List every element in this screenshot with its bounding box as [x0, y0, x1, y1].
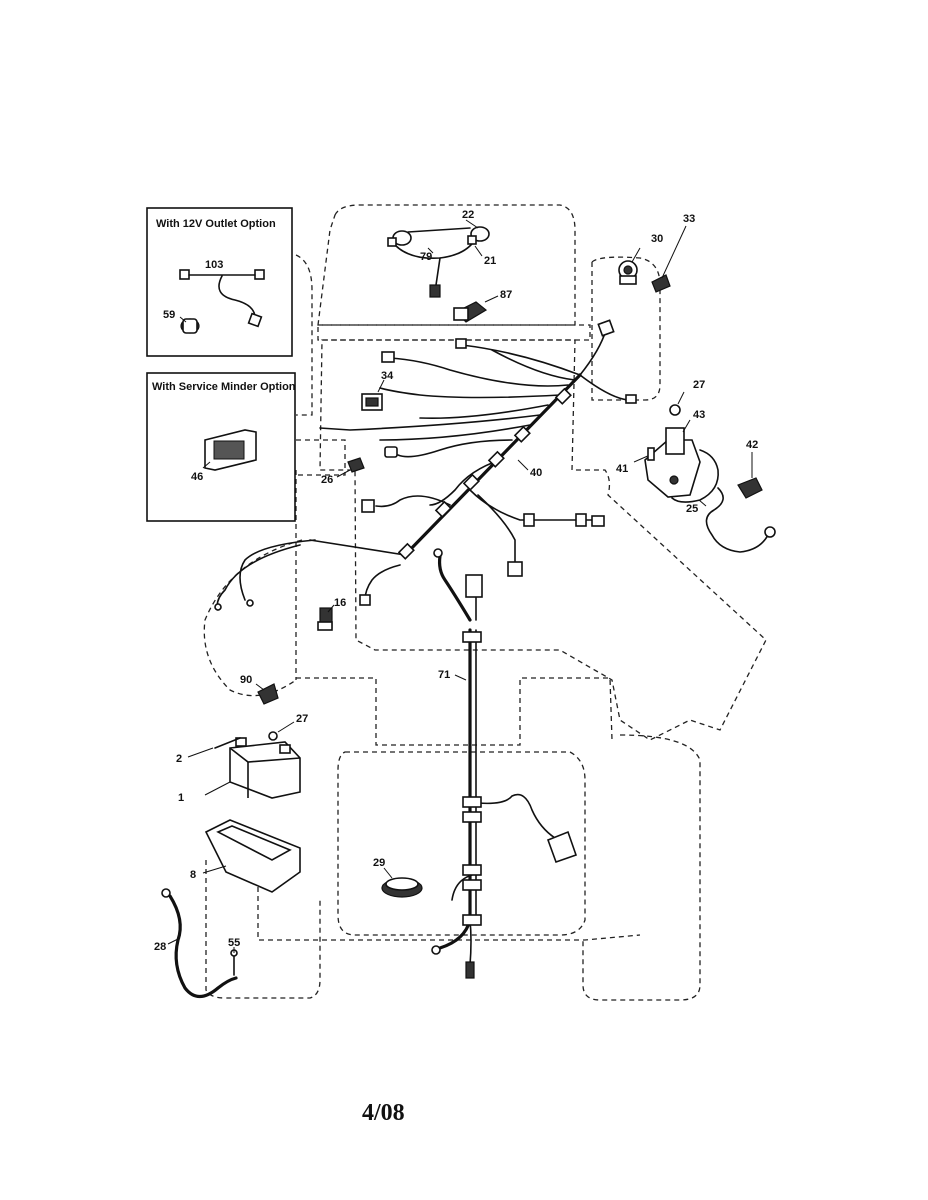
headlight-harness	[387, 219, 490, 298]
callout-22: 22	[462, 209, 474, 221]
main-harness	[214, 319, 637, 611]
harness-71	[431, 548, 578, 979]
callout-42: 42	[746, 439, 758, 451]
service-minder-box: With Service Minder Option	[146, 372, 296, 522]
switch-29	[381, 867, 423, 898]
callout-34: 34	[381, 370, 394, 382]
ground-bolt	[230, 947, 238, 976]
service-minder-title: With Service Minder Option	[152, 381, 296, 393]
callout-27-battery: 27	[296, 713, 308, 725]
date-code: 4/08	[362, 1100, 405, 1126]
callout-16: 16	[334, 597, 346, 609]
relay-26	[336, 457, 365, 478]
connector-16	[317, 604, 335, 631]
boot-42	[737, 452, 763, 499]
callout-25: 25	[686, 503, 698, 515]
battery	[204, 737, 301, 799]
callout-55: 55	[228, 937, 240, 949]
battery-bolt	[187, 737, 241, 758]
switch-34	[361, 379, 385, 411]
callout-30: 30	[651, 233, 663, 245]
callout-21: 21	[484, 255, 496, 267]
tractor-outline	[203, 204, 767, 1001]
ground-cable	[161, 888, 238, 999]
callout-41: 41	[616, 463, 628, 475]
ignition-switch	[618, 247, 641, 285]
callout-28: 28	[154, 941, 166, 953]
callout-59: 59	[163, 309, 175, 321]
callout-46: 46	[191, 471, 203, 483]
callout-103: 103	[205, 259, 223, 271]
callout-2: 2	[176, 753, 182, 765]
outlet-option-title: With 12V Outlet Option	[156, 218, 276, 230]
callout-33: 33	[683, 213, 695, 225]
callout-29: 29	[373, 857, 385, 869]
outlet-option-box: With 12V Outlet Option	[146, 207, 293, 357]
callout-90: 90	[240, 674, 252, 686]
battery-nut	[268, 721, 295, 741]
ignition-key	[651, 225, 687, 293]
callout-71: 71	[438, 669, 450, 681]
callout-79: 79	[420, 251, 432, 263]
solenoid-assembly	[633, 391, 701, 498]
callout-27-top: 27	[693, 379, 705, 391]
callout-40: 40	[530, 467, 542, 479]
switch-87	[453, 295, 499, 323]
callout-26: 26	[321, 474, 333, 486]
battery-cable-25	[671, 449, 776, 553]
battery-tray	[202, 819, 301, 893]
callout-1: 1	[178, 792, 184, 804]
callout-87: 87	[500, 289, 512, 301]
callout-8: 8	[190, 869, 196, 881]
fuse-90	[255, 683, 279, 705]
callout-43: 43	[693, 409, 705, 421]
